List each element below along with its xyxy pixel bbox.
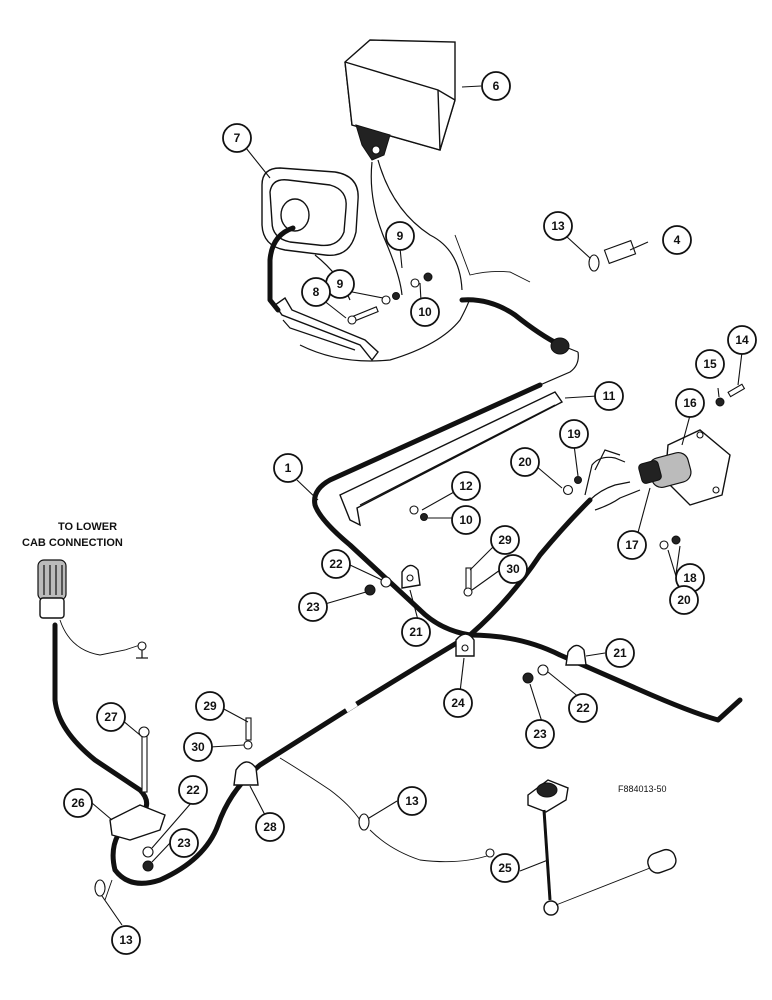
hardware <box>94 239 746 897</box>
svg-text:25: 25 <box>498 861 512 875</box>
sensor-part-25 <box>527 779 677 916</box>
callout-29: 29 <box>195 691 225 721</box>
svg-text:29: 29 <box>498 533 512 547</box>
svg-text:22: 22 <box>186 783 200 797</box>
callout-30: 30 <box>183 732 213 762</box>
svg-text:8: 8 <box>313 285 320 299</box>
svg-text:22: 22 <box>576 701 590 715</box>
callout-9: 9 <box>325 269 355 299</box>
svg-text:30: 30 <box>506 562 520 576</box>
grommet <box>550 337 579 355</box>
callout-27: 27 <box>96 702 126 732</box>
callout-17: 17 <box>617 530 647 560</box>
svg-text:11: 11 <box>603 389 616 403</box>
svg-text:20: 20 <box>677 593 691 607</box>
callout-21: 21 <box>401 617 431 647</box>
callout-4: 4 <box>662 225 692 255</box>
svg-text:20: 20 <box>518 455 532 469</box>
receptacle-part-16 <box>638 429 731 506</box>
callout-29: 29 <box>490 525 520 555</box>
callout-12: 12 <box>451 471 481 501</box>
svg-text:6: 6 <box>493 79 500 93</box>
svg-text:10: 10 <box>459 513 473 527</box>
callout-22: 22 <box>568 693 598 723</box>
callout-20: 20 <box>510 447 540 477</box>
work-lamp-wire <box>370 161 403 296</box>
lower-cab-label-line1: TO LOWER <box>58 521 117 533</box>
svg-text:10: 10 <box>418 305 432 319</box>
harness-part-1 <box>459 297 563 348</box>
callout-24: 24 <box>443 688 473 718</box>
callout-14: 14 <box>727 325 757 355</box>
svg-text:13: 13 <box>405 794 419 808</box>
svg-text:22: 22 <box>329 557 343 571</box>
callout-26: 26 <box>63 788 93 818</box>
svg-text:16: 16 <box>683 396 697 410</box>
callout-9: 9 <box>385 221 415 251</box>
svg-text:24: 24 <box>451 696 465 710</box>
callout-19: 19 <box>559 419 589 449</box>
svg-text:28: 28 <box>263 820 277 834</box>
callout-13: 13 <box>543 211 573 241</box>
svg-text:12: 12 <box>459 479 473 493</box>
work-lamp-part-6 <box>344 39 456 161</box>
callout-10: 10 <box>451 505 481 535</box>
callout-25: 25 <box>490 853 520 883</box>
callout-6: 6 <box>481 71 511 101</box>
svg-text:30: 30 <box>191 740 205 754</box>
callout-23: 23 <box>298 592 328 622</box>
lower-cab-connector <box>37 559 67 619</box>
svg-text:7: 7 <box>234 131 241 145</box>
callout-16: 16 <box>675 388 705 418</box>
svg-text:26: 26 <box>71 796 85 810</box>
svg-text:9: 9 <box>397 229 404 243</box>
svg-text:21: 21 <box>613 646 627 660</box>
svg-text:23: 23 <box>177 836 191 850</box>
svg-text:17: 17 <box>625 538 639 552</box>
svg-text:9: 9 <box>337 277 344 291</box>
svg-text:18: 18 <box>683 571 697 585</box>
svg-text:13: 13 <box>551 219 565 233</box>
svg-text:19: 19 <box>567 427 581 441</box>
svg-text:29: 29 <box>203 699 217 713</box>
callout-28: 28 <box>255 812 285 842</box>
callout-22: 22 <box>178 775 208 805</box>
callout-1: 1 <box>273 453 303 483</box>
svg-text:27: 27 <box>104 710 118 724</box>
callout-15: 15 <box>695 349 725 379</box>
callout-20: 20 <box>669 585 699 615</box>
svg-text:23: 23 <box>306 600 320 614</box>
svg-text:23: 23 <box>533 727 547 741</box>
figure-code: F884013-50 <box>618 784 667 794</box>
callout-13: 13 <box>111 925 141 955</box>
harness-break <box>342 697 358 713</box>
callout-7: 7 <box>222 123 252 153</box>
callout-23: 23 <box>169 828 199 858</box>
callout-30: 30 <box>498 554 528 584</box>
callout-8: 8 <box>301 277 331 307</box>
svg-text:1: 1 <box>285 461 292 475</box>
callout-13: 13 <box>397 786 427 816</box>
svg-text:15: 15 <box>703 357 717 371</box>
svg-text:14: 14 <box>735 333 749 347</box>
tail-lamp-cable <box>267 225 296 313</box>
svg-text:4: 4 <box>674 233 681 247</box>
callout-10: 10 <box>410 297 440 327</box>
callout-23: 23 <box>525 719 555 749</box>
ground-symbol <box>136 641 148 659</box>
callout-21: 21 <box>605 638 635 668</box>
lamp-bracket <box>274 296 379 362</box>
callout-22: 22 <box>321 549 351 579</box>
svg-text:13: 13 <box>119 933 133 947</box>
callout-11: 11 <box>594 381 624 411</box>
lower-cab-label-line2: CAB CONNECTION <box>22 537 123 549</box>
svg-text:21: 21 <box>409 625 423 639</box>
